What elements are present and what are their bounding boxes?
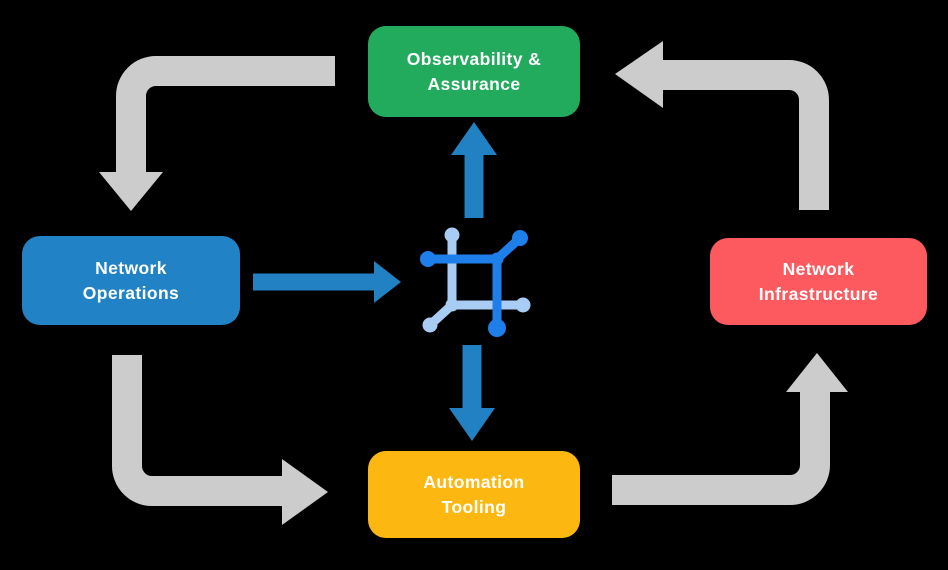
node-automation-label: Automation Tooling (423, 471, 525, 517)
arrow-operations-to-center (253, 261, 401, 303)
node-network-infrastructure: Network Infrastructure (710, 238, 927, 325)
arrow-automation-to-infrastructure (612, 353, 848, 505)
icon-node-dot (422, 317, 438, 333)
icon-node-dot (444, 227, 460, 243)
arrow-center-to-observability (451, 122, 497, 218)
icon-node-dot (420, 251, 436, 267)
node-observability-label: Observability & Assurance (406, 48, 542, 94)
node-automation-tooling: Automation Tooling (368, 451, 580, 538)
icon-node-dot (445, 298, 459, 312)
node-network-operations: Network Operations (22, 236, 240, 325)
icon-node-dot (512, 230, 528, 246)
network-mesh-icon-dark-branch (420, 230, 528, 337)
arrow-observability-to-operations (99, 56, 335, 211)
arrow-infrastructure-to-observability (615, 41, 829, 210)
arrow-center-to-automation (449, 345, 495, 441)
network-mesh-icon (420, 227, 531, 337)
network-mesh-icon-light-branch (422, 227, 531, 333)
icon-node-dot (488, 319, 506, 337)
node-operations-label: Network Operations (82, 257, 180, 303)
node-infrastructure-label: Network Infrastructure (758, 258, 879, 304)
icon-node-dot (490, 252, 504, 266)
icon-node-dot (515, 297, 531, 313)
node-observability-assurance: Observability & Assurance (368, 26, 580, 117)
arrow-operations-to-automation (112, 355, 328, 525)
